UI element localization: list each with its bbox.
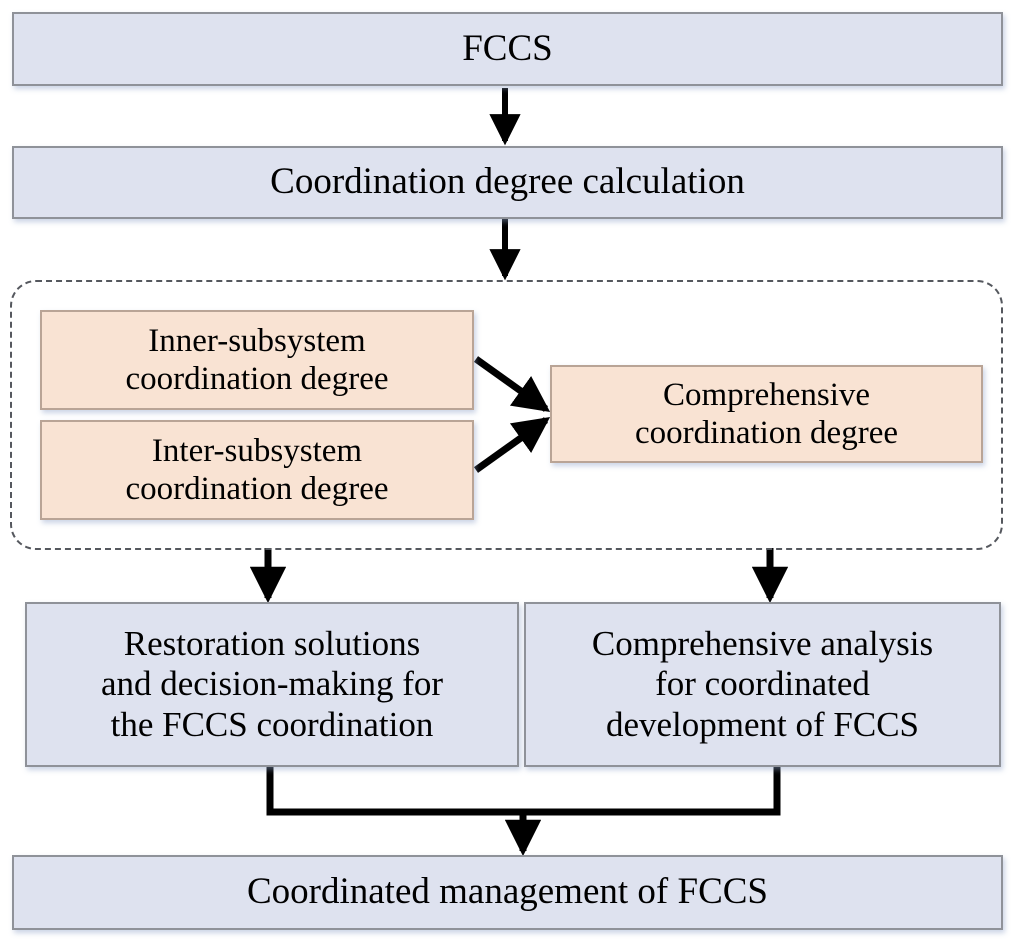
node-inter-subsystem-label: Inter-subsystem coordination degree — [125, 432, 389, 507]
node-coordination-degree-calculation-label: Coordination degree calculation — [270, 161, 745, 203]
dashed-group-container — [10, 280, 1003, 550]
node-restoration-solutions[interactable]: Restoration solutions and decision-makin… — [25, 602, 519, 767]
node-comprehensive-coordination-degree-label: Comprehensive coordination degree — [635, 376, 898, 451]
node-comprehensive-analysis[interactable]: Comprehensive analysis for coordinated d… — [524, 602, 1001, 767]
node-restoration-solutions-label: Restoration solutions and decision-makin… — [100, 623, 444, 744]
node-inner-subsystem[interactable]: Inner-subsystem coordination degree — [40, 310, 474, 410]
node-comprehensive-analysis-label: Comprehensive analysis for coordinated d… — [591, 623, 934, 744]
node-inter-subsystem[interactable]: Inter-subsystem coordination degree — [40, 420, 474, 520]
node-coordination-degree-calculation[interactable]: Coordination degree calculation — [12, 146, 1003, 219]
node-fccs-label: FCCS — [462, 27, 553, 69]
node-coordinated-management[interactable]: Coordinated management of FCCS — [12, 855, 1003, 930]
node-fccs[interactable]: FCCS — [12, 12, 1003, 86]
node-inner-subsystem-label: Inner-subsystem coordination degree — [125, 322, 389, 397]
node-coordinated-management-label: Coordinated management of FCCS — [246, 871, 769, 913]
node-comprehensive-coordination-degree[interactable]: Comprehensive coordination degree — [550, 365, 983, 463]
edge-merge-to-management — [266, 766, 781, 857]
